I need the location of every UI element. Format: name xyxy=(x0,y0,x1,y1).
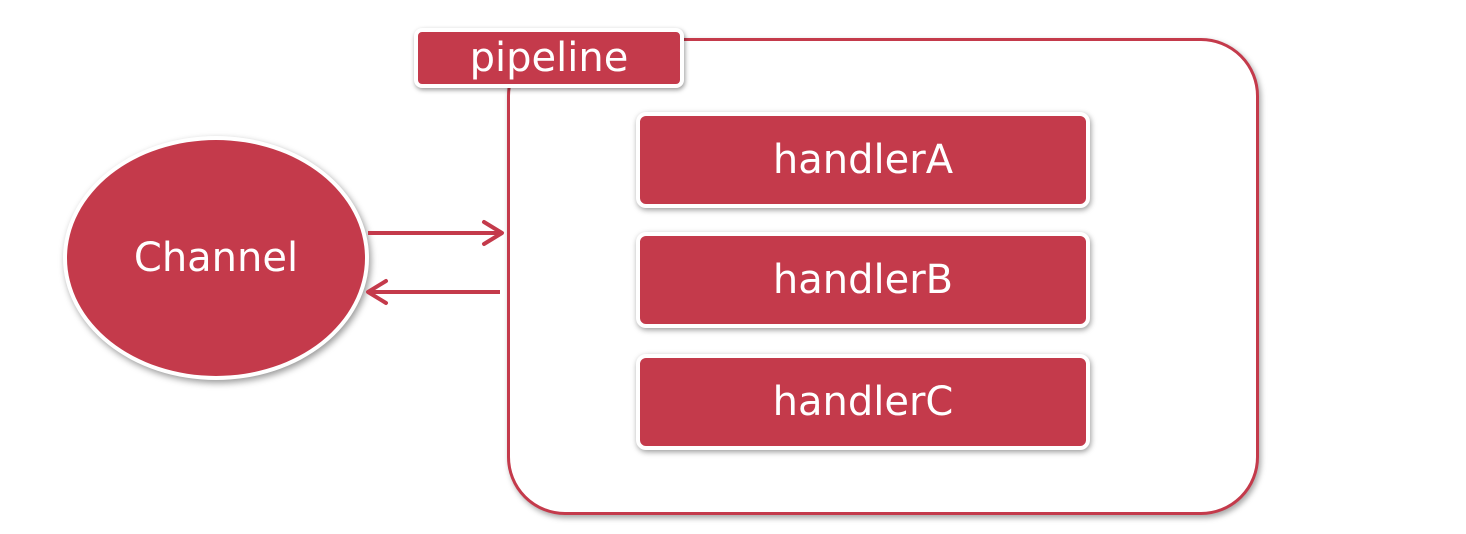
pipeline-to-channel-arrow xyxy=(366,279,500,305)
handler-b-box: handlerB xyxy=(636,232,1090,328)
channel-node: Channel xyxy=(63,136,369,380)
outbound-arrowhead xyxy=(482,220,504,246)
inbound-arrowhead xyxy=(366,279,388,305)
channel-to-pipeline-arrow xyxy=(368,220,504,246)
handler-a-box: handlerA xyxy=(636,112,1090,208)
handler-c-box: handlerC xyxy=(636,354,1090,450)
pipeline-label: pipeline xyxy=(414,28,684,88)
